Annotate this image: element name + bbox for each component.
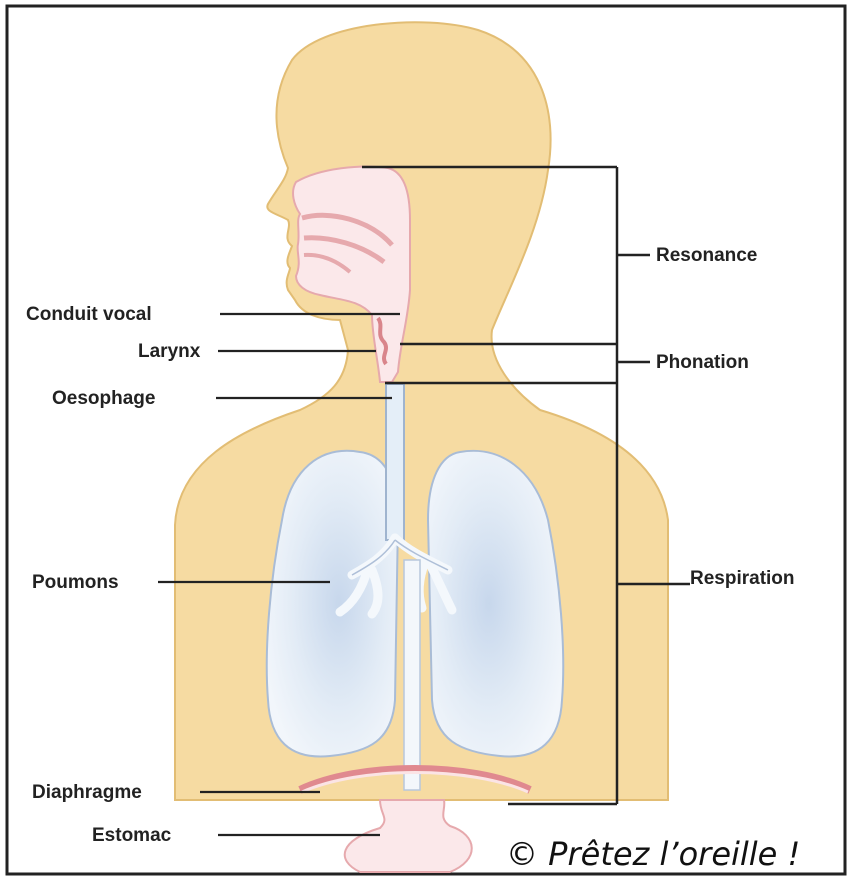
label-diaphragme: Diaphragme (32, 782, 142, 803)
label-resonance: Resonance (656, 245, 757, 266)
label-poumons: Poumons (32, 572, 119, 593)
label-phonation: Phonation (656, 352, 749, 373)
label-respiration: Respiration (690, 568, 795, 589)
label-oesophage: Oesophage (52, 388, 155, 409)
copyright-credit: © Prêtez l’oreille ! (506, 835, 800, 873)
oesophagus-tube (404, 560, 420, 790)
label-larynx: Larynx (138, 341, 201, 362)
trachea (386, 384, 404, 540)
label-conduit-vocal: Conduit vocal (26, 304, 152, 325)
label-estomac: Estomac (92, 825, 172, 846)
